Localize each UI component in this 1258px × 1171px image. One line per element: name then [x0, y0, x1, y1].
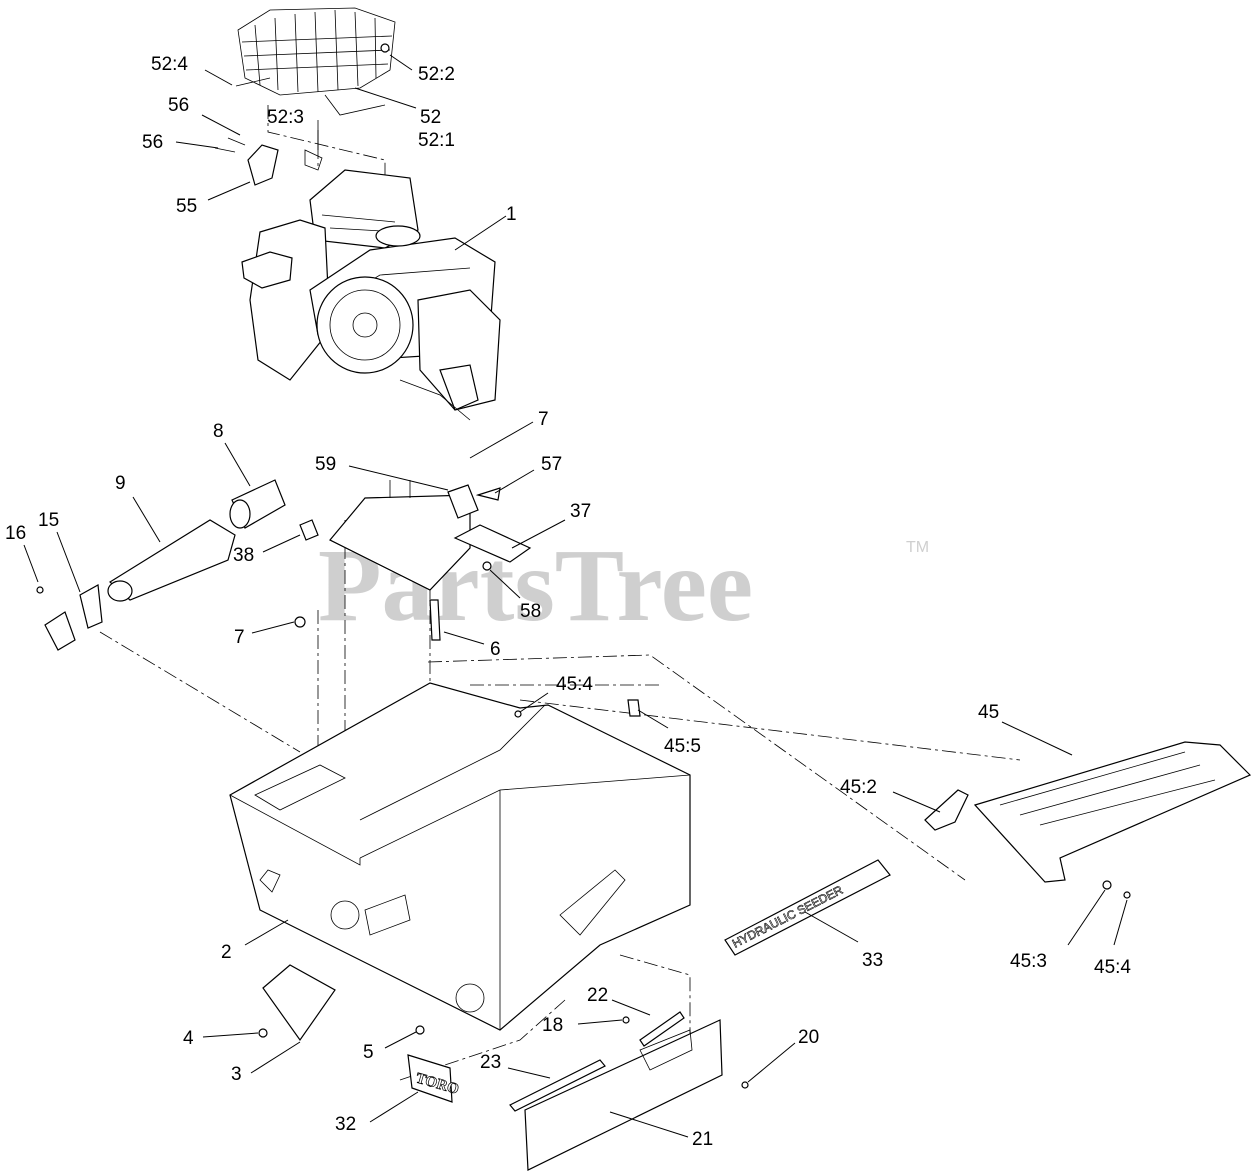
frame-2 [229, 682, 691, 1031]
callout-6: 6 [490, 639, 501, 660]
callout-37: 37 [570, 501, 591, 522]
hydraulic-seeder-decal-33: HYDRAULIC SEEDER [724, 859, 891, 956]
callout-2: 2 [221, 942, 232, 963]
callout-58: 58 [520, 601, 541, 622]
callout-18: 18 [542, 1015, 563, 1036]
callout-15: 15 [38, 510, 59, 531]
callout-20: 20 [798, 1027, 819, 1048]
callout-45-4-b: 45:4 [1094, 957, 1131, 978]
tray-45 [514, 699, 1252, 899]
callout-5: 5 [363, 1042, 374, 1063]
callout-23: 23 [480, 1052, 501, 1073]
callout-56-b: 56 [142, 132, 163, 153]
wire-guard-52 [235, 7, 396, 116]
muffler-shield-55 [214, 137, 323, 186]
callouts: 52:4 52:2 52 52:1 56 52:3 56 55 1 7 59 5… [5, 54, 1131, 1150]
callout-52-4: 52:4 [151, 54, 188, 75]
callout-59: 59 [315, 454, 336, 475]
callout-45-2: 45:2 [840, 777, 877, 798]
callout-57: 57 [541, 454, 562, 475]
watermark-tm: TM [906, 539, 929, 556]
callout-7-a: 7 [538, 409, 549, 430]
callout-52: 52 [420, 107, 441, 128]
callout-16: 16 [5, 523, 26, 544]
callout-33: 33 [862, 950, 883, 971]
fasteners [294, 519, 441, 641]
callout-7-b: 7 [234, 627, 245, 648]
leader-lines [23, 54, 1128, 1138]
callout-55: 55 [176, 196, 197, 217]
callout-3: 3 [231, 1064, 242, 1085]
rear-panel-21 [509, 1011, 749, 1171]
callout-32: 32 [335, 1114, 356, 1135]
callout-9: 9 [115, 473, 126, 494]
callout-45-4-a: 45:4 [556, 674, 593, 695]
callout-45-3: 45:3 [1010, 951, 1047, 972]
decal-hydraulic-text: HYDRAULIC SEEDER [730, 883, 845, 951]
callout-4: 4 [183, 1028, 194, 1049]
callout-45: 45 [978, 702, 999, 723]
shield-3 [258, 964, 425, 1042]
callout-56-a: 56 [168, 95, 189, 116]
callout-52-2: 52:2 [418, 64, 455, 85]
engine-mount-37 [329, 480, 532, 591]
callout-45-5: 45:5 [664, 736, 701, 757]
assembly-lines [99, 105, 1021, 1081]
exhaust-tube-9 [36, 479, 286, 651]
callout-8: 8 [213, 421, 224, 442]
callout-52-3: 52:3 [267, 107, 304, 128]
engine-1 [241, 169, 501, 421]
callout-21: 21 [692, 1129, 713, 1150]
callout-52-1: 52:1 [418, 130, 455, 151]
callout-1: 1 [506, 204, 517, 225]
callout-22: 22 [587, 985, 608, 1006]
callout-38: 38 [233, 545, 254, 566]
